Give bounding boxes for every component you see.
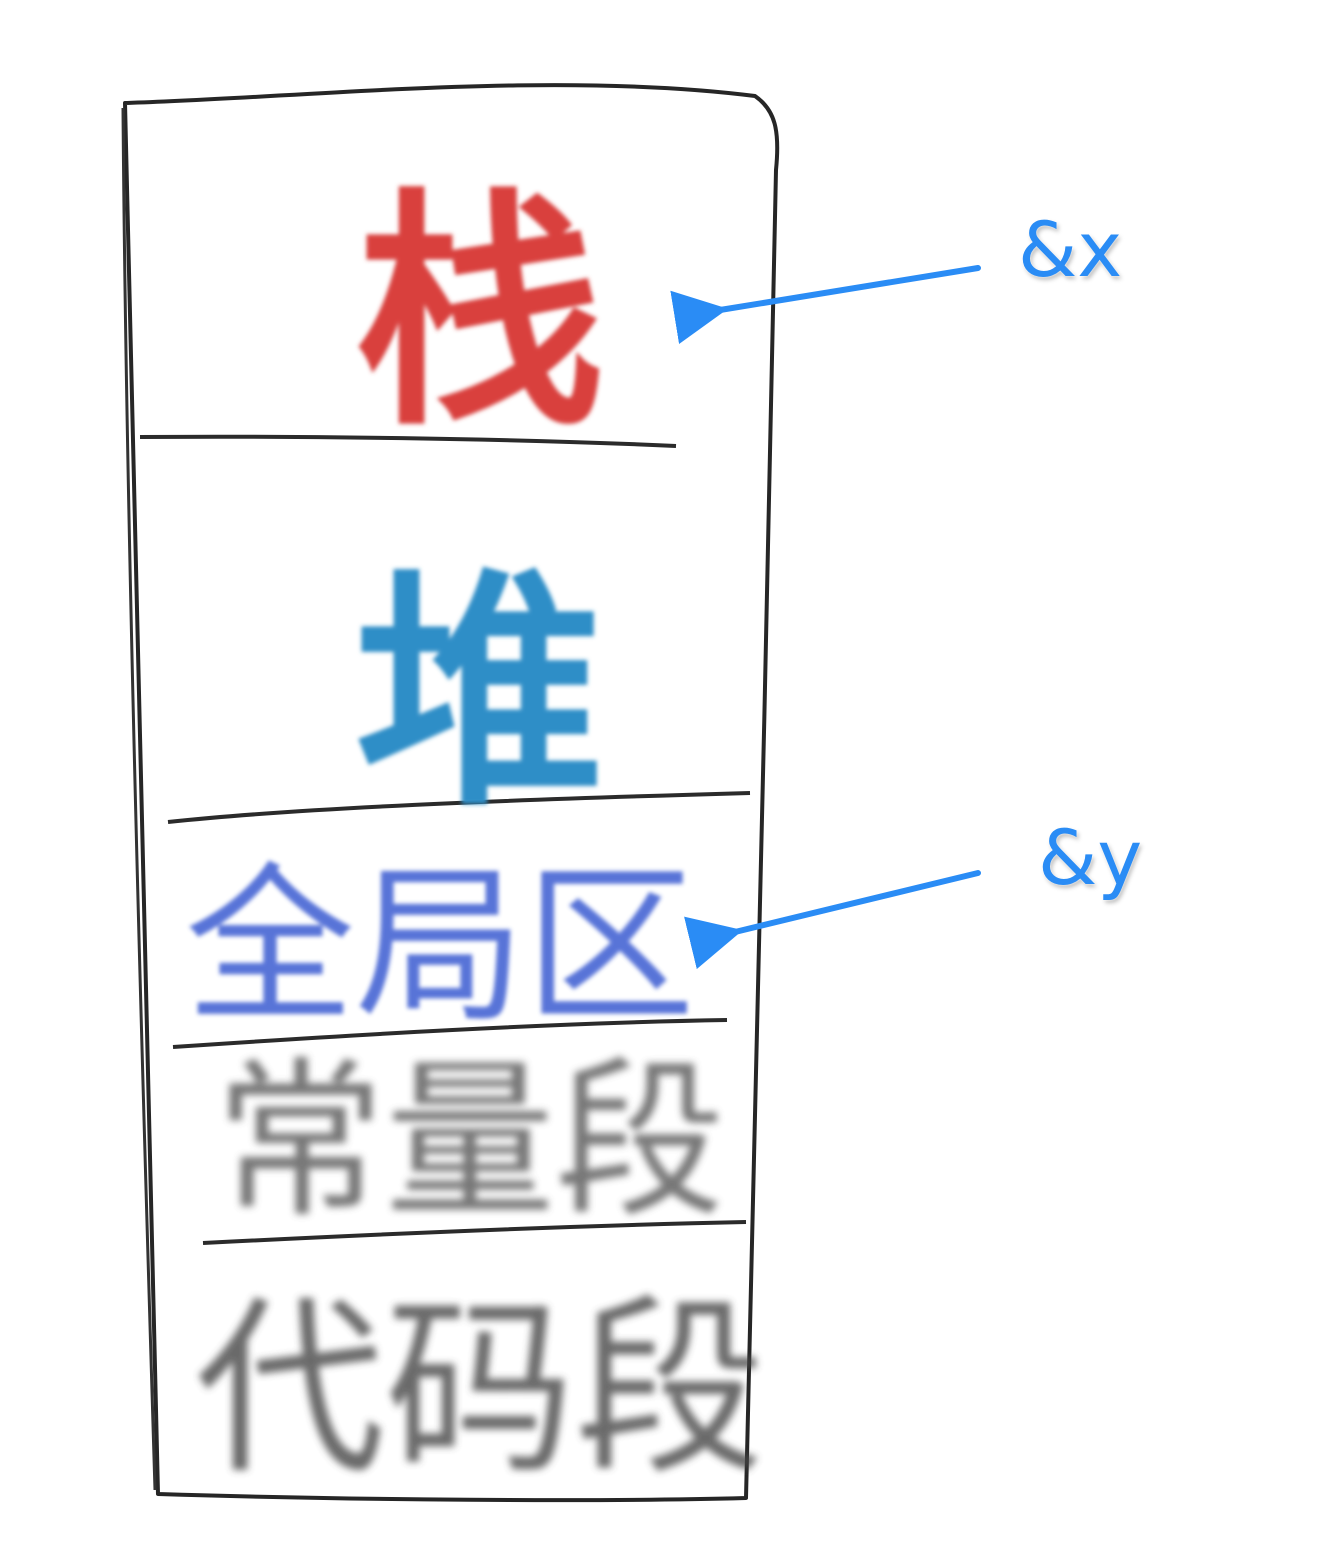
segment-label-stack: 栈 xyxy=(355,165,605,459)
segment-label-code: 代码段 xyxy=(195,1279,765,1500)
memory-box-outline-inner xyxy=(121,107,157,1491)
pointer-label-y-text: &y xyxy=(1038,813,1143,902)
pointer-arrow-y xyxy=(684,870,981,970)
divider-global-constant xyxy=(172,1018,728,1049)
pointer-arrow-x xyxy=(670,265,981,345)
pointer-label-x: &x xyxy=(1018,212,1122,288)
segment-label-constant: 常量段 xyxy=(215,1043,725,1241)
segment-label-global: 全局区 xyxy=(185,848,695,1046)
pointer-label-x-text: &x xyxy=(1018,205,1123,294)
divider-constant-code xyxy=(202,1220,747,1245)
divider-stack-heap xyxy=(139,434,677,448)
pointer-label-y: &y xyxy=(1038,820,1142,896)
divider-heap-global xyxy=(167,791,751,824)
segment-label-heap: 堆 xyxy=(355,545,605,839)
